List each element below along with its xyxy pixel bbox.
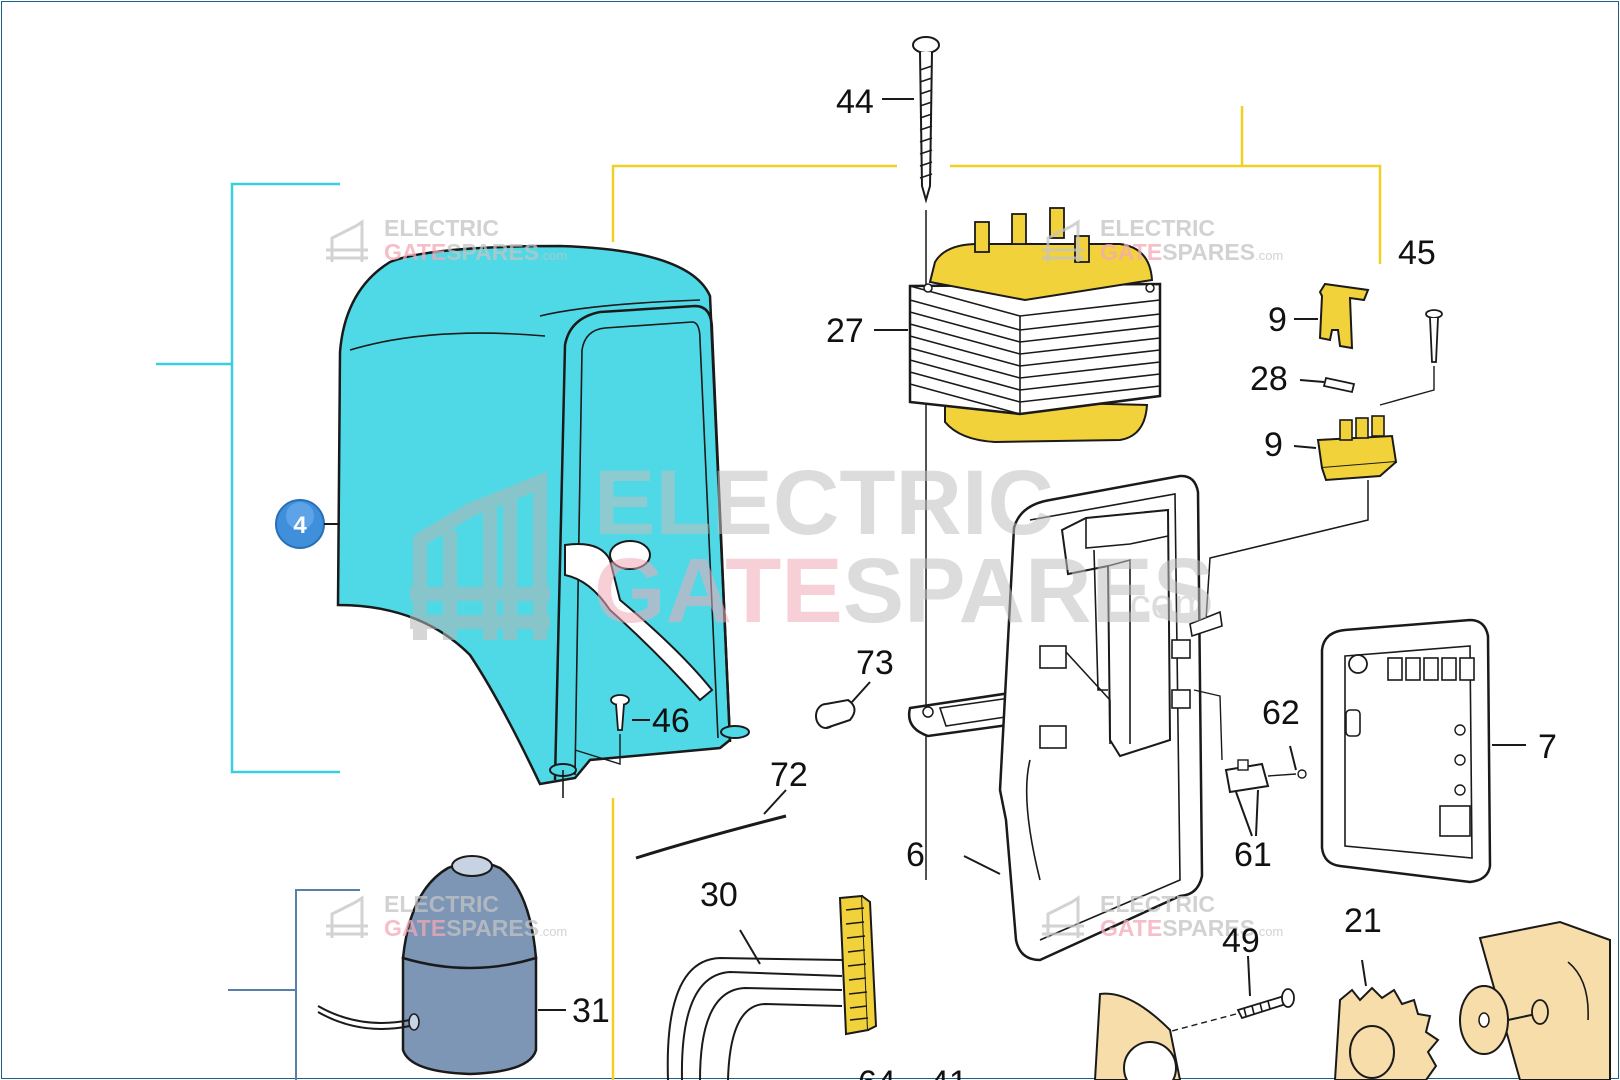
- clip-9-top: [1294, 282, 1370, 350]
- watermark-small-spares: SPARES: [446, 915, 539, 941]
- motor-31: [317, 855, 566, 1076]
- badge-label: 4: [293, 512, 307, 539]
- screw-46: [574, 694, 650, 765]
- switch-61-62: [1193, 689, 1307, 837]
- watermark-com: .com: [1118, 580, 1209, 627]
- part-label-28: 28: [1250, 360, 1288, 398]
- gate-logo-icon: [326, 895, 368, 938]
- gear-21: [1333, 959, 1440, 1080]
- watermark-gate: GATE: [594, 540, 843, 642]
- part-label-64: 64: [858, 1064, 896, 1080]
- part-label-27: 27: [826, 312, 864, 350]
- watermark-small-electric: ELECTRIC: [384, 215, 499, 241]
- watermark-small-electric: ELECTRIC: [1100, 215, 1215, 241]
- gate-logo-icon: [1042, 219, 1084, 262]
- transformer-27: [874, 207, 1162, 444]
- watermark-small-gatespares: GATESPARES.com: [1100, 239, 1283, 265]
- watermark-small-gatespares: GATESPARES.com: [384, 239, 567, 265]
- cable-72: [635, 789, 787, 863]
- watermark-top-left: ELECTRIC GATESPARES.com: [326, 215, 567, 265]
- watermark-spares: SPARES: [843, 540, 1215, 642]
- motor-bracket: [1459, 920, 1611, 1080]
- watermark-small-spares: SPARES: [446, 239, 539, 265]
- watermark-small-gate: GATE: [1100, 915, 1162, 941]
- gate-logo-icon: [1042, 895, 1084, 938]
- connector-strip-64: [838, 894, 878, 1036]
- watermark-small-electric: ELECTRIC: [1100, 891, 1215, 917]
- base-plate-6: [907, 474, 1223, 962]
- watermark-small-com: .com: [539, 248, 567, 263]
- fuse-28: [1299, 376, 1356, 394]
- watermark-bottom-right: ELECTRIC GATESPARES.com: [1042, 891, 1283, 941]
- watermark-word-electric: ELECTRIC: [594, 452, 1054, 554]
- part-label-21: 21: [1344, 902, 1382, 940]
- motor-group-bracket: [228, 889, 360, 1080]
- watermark-small-com: .com: [1255, 248, 1283, 263]
- electronics-group-bracket: [611, 106, 1382, 1080]
- drive-housing: [1093, 992, 1182, 1080]
- part-label-44: 44: [836, 83, 874, 121]
- plug-73: [815, 681, 871, 729]
- part-label-49: 49: [1222, 922, 1260, 960]
- watermark-small-electric: ELECTRIC: [384, 891, 499, 917]
- watermark-top-right: ELECTRIC GATESPARES.com: [1042, 215, 1283, 265]
- watermark-small-gate: GATE: [384, 239, 446, 265]
- gate-logo-icon: [326, 219, 368, 262]
- watermark-word-gatespares: GATESPARES: [594, 540, 1214, 642]
- watermark-small-gate: GATE: [1100, 239, 1162, 265]
- watermark-small-com: .com: [539, 924, 567, 939]
- watermark-small-gatespares: GATESPARES.com: [384, 915, 567, 941]
- part-label-41: 41: [930, 1064, 968, 1080]
- screw-49: [1099, 955, 1295, 1051]
- screw-45: [1379, 309, 1443, 406]
- watermark-small-spares: SPARES: [1162, 915, 1255, 941]
- watermark-small-gate: GATE: [384, 915, 446, 941]
- part-label-45: 45: [1398, 234, 1436, 272]
- part-label-9-bottom: 9: [1264, 426, 1283, 464]
- part-label-7: 7: [1538, 728, 1557, 766]
- part-labels: 44 27 45 9 28 9 46 73 62 7 72 6 61 30 21…: [572, 83, 1557, 1080]
- part-label-72: 72: [770, 756, 808, 794]
- badge-4: 4: [275, 499, 340, 549]
- watermark-small-spares: SPARES: [1162, 239, 1255, 265]
- part-label-30: 30: [700, 876, 738, 914]
- control-box-7: [1320, 618, 1526, 884]
- gate-logo-icon: [410, 471, 550, 640]
- watermark-bottom-left: ELECTRIC GATESPARES.com: [326, 891, 567, 941]
- part-label-9-top: 9: [1268, 301, 1287, 339]
- cover-group-bracket: [156, 182, 340, 774]
- watermark-small-gatespares: GATESPARES.com: [1100, 915, 1283, 941]
- wiring-30: [666, 929, 843, 1080]
- part-label-62: 62: [1262, 694, 1300, 732]
- watermark-center: ELECTRIC GATESPARES .com: [410, 452, 1214, 642]
- part-label-31: 31: [572, 992, 610, 1030]
- terminal-block-9: [1205, 415, 1398, 621]
- part-label-46: 46: [652, 702, 690, 740]
- part-label-6: 6: [906, 836, 925, 874]
- watermark-small-com: .com: [1255, 924, 1283, 939]
- part-label-61: 61: [1234, 836, 1272, 874]
- part-label-73: 73: [856, 644, 894, 682]
